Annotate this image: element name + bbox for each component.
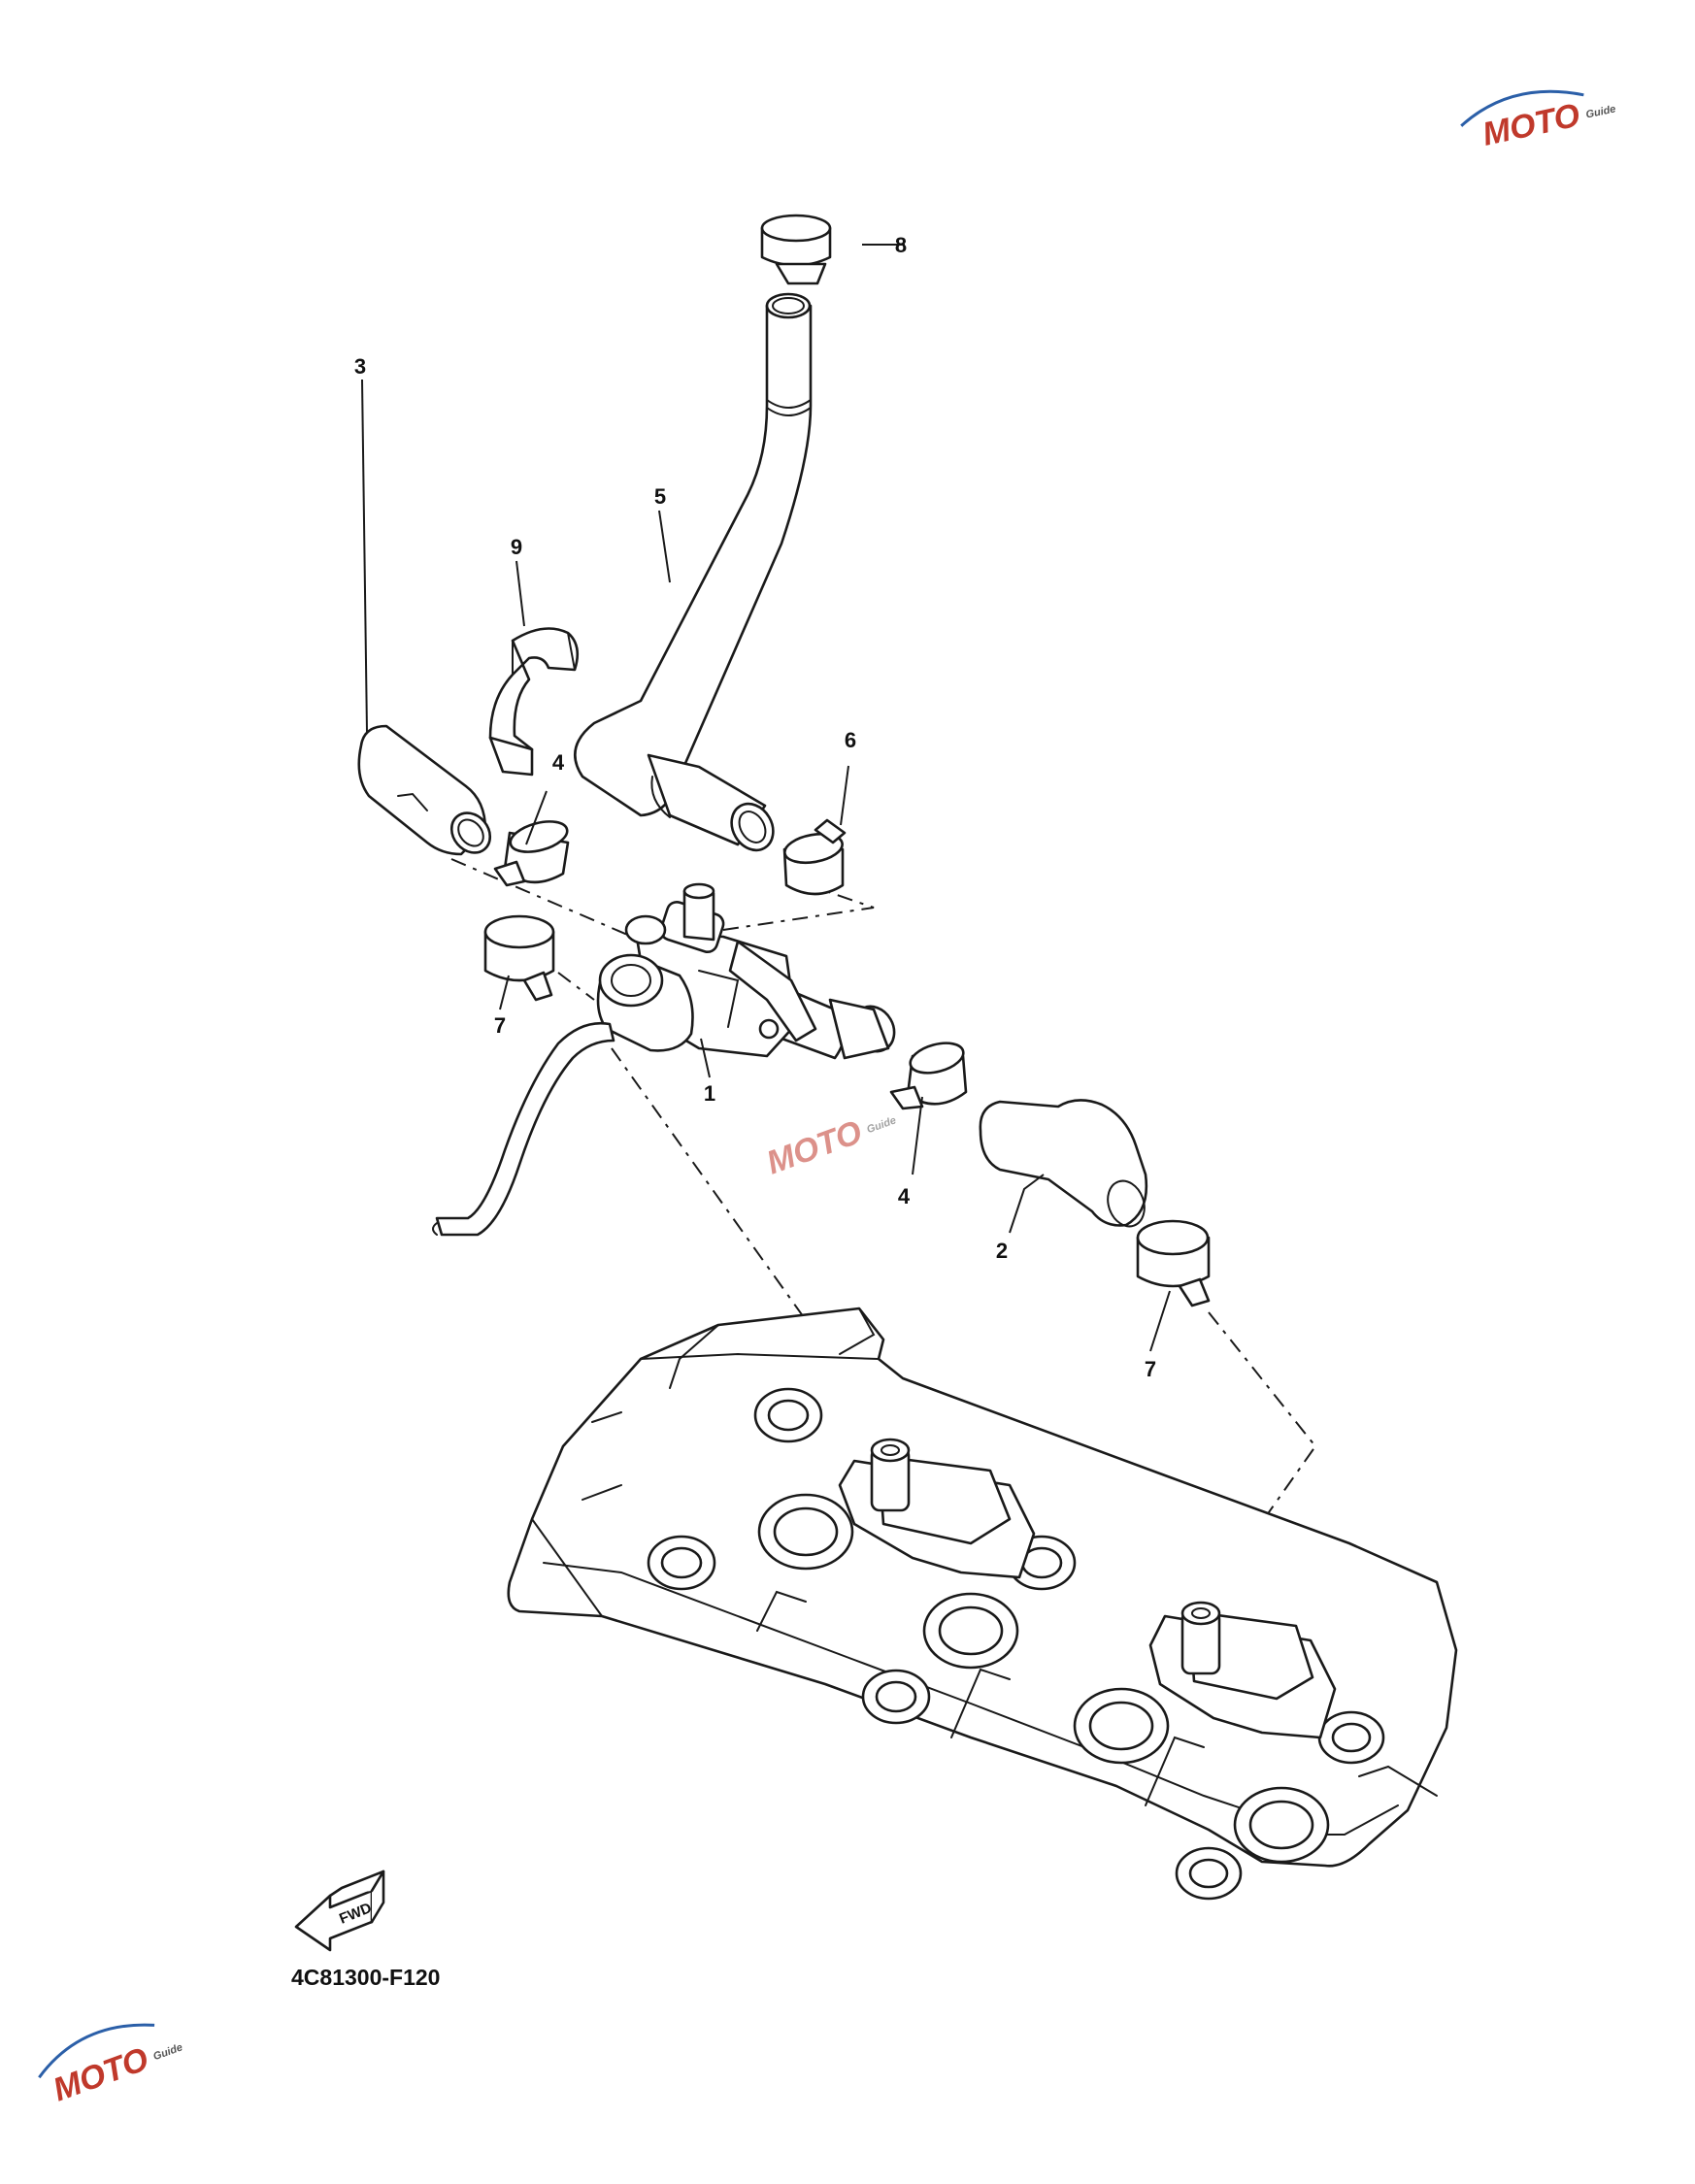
callout-4-upper: 4 <box>552 750 565 775</box>
clamp-part-4-lower <box>889 1042 968 1110</box>
reed-valve-cover-front <box>838 1438 1036 1579</box>
watermark-swoosh <box>1460 89 1584 127</box>
clamp-part-6 <box>782 818 847 896</box>
watermark-subtext: Guide <box>151 2041 183 2063</box>
callout-9: 9 <box>511 535 522 559</box>
assembly-line-hose5-valve <box>722 887 875 931</box>
watermark-middle: MOTO Guide <box>762 1113 898 1181</box>
spark-plug-hole <box>757 1493 1330 1864</box>
callout-3: 3 <box>354 354 366 379</box>
callout-2: 2 <box>996 1239 1008 1263</box>
hose-part-5 <box>574 292 813 852</box>
callout-7-left: 7 <box>494 1013 506 1038</box>
valve-wire <box>432 1021 615 1237</box>
callout-5: 5 <box>654 484 666 509</box>
callout-1: 1 <box>704 1081 715 1106</box>
assembly-line-clamp7-valve <box>557 972 595 1001</box>
clamp-part-8 <box>760 214 832 285</box>
watermark-swoosh <box>38 2023 155 2079</box>
diagram-code: 4C81300-F120 <box>291 1965 440 1990</box>
leader-lines <box>361 244 1171 1352</box>
clamp-part-4-upper <box>493 820 570 887</box>
clamp-part-7-left <box>483 914 555 1002</box>
callout-6: 6 <box>845 728 856 752</box>
head-bolt-boss <box>647 1387 1385 1901</box>
valve-part-1 <box>596 882 896 1060</box>
callout-7-right: 7 <box>1145 1357 1156 1381</box>
hose-part-3 <box>357 724 492 856</box>
watermark-subtext: Guide <box>865 1114 897 1136</box>
watermark-text: MOTO <box>1479 97 1583 153</box>
reed-valve-cover-rear <box>1148 1601 1337 1739</box>
valve-bracket <box>728 940 817 1042</box>
watermark-top-right: MOTO Guide <box>1460 89 1617 153</box>
callouts: 1 2 3 4 4 5 6 7 7 8 9 <box>354 233 1156 1381</box>
holder-part-9 <box>488 627 580 777</box>
watermark-bottom-left: MOTO Guide <box>38 2023 184 2109</box>
watermark-text: MOTO <box>762 1113 867 1181</box>
watermark-subtext: Guide <box>1585 103 1617 120</box>
hose-part-2 <box>979 1099 1148 1228</box>
callout-8: 8 <box>895 233 907 257</box>
clamp-part-7-right <box>1136 1219 1211 1307</box>
fwd-arrow: FWD <box>294 1870 385 1952</box>
cylinder-head-cover <box>507 1307 1458 1901</box>
callout-4-lower: 4 <box>898 1184 911 1208</box>
